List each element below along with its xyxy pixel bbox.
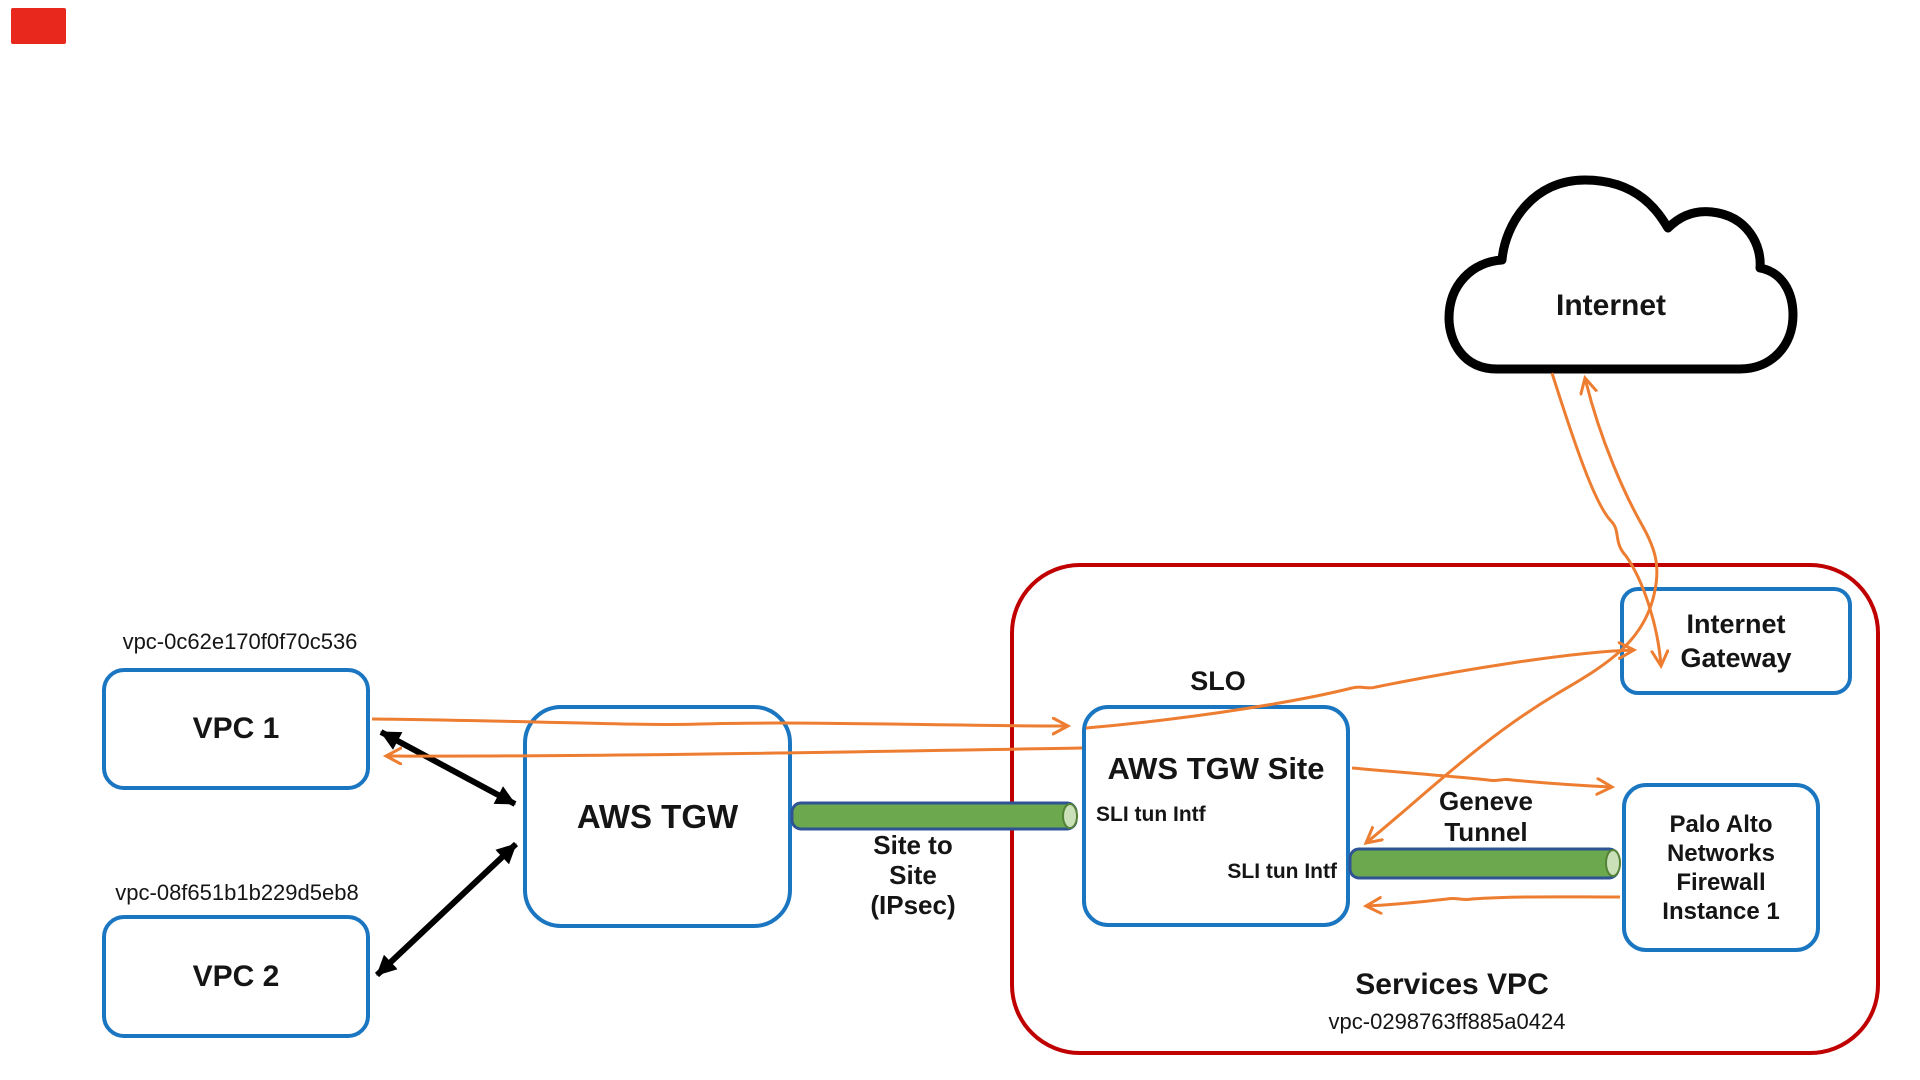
vpc2-box-label: VPC 2 <box>192 959 280 993</box>
firewall-label-line3: Firewall <box>1676 868 1766 896</box>
geneve-tunnel-label: Geneve Tunnel <box>1386 786 1586 848</box>
firewall-label-line4: Instance 1 <box>1662 897 1780 925</box>
vpc1-box: VPC 1 <box>102 668 370 790</box>
internet-cloud-label: Internet <box>1555 289 1666 322</box>
internet-gateway-label-line1: Internet <box>1686 609 1786 639</box>
site-to-site-label-line3: (IPsec) <box>870 890 956 920</box>
site-to-site-label-line2: Site <box>889 860 937 890</box>
red-corner-marker <box>11 8 66 44</box>
geneve-label-line1: Geneve <box>1439 786 1533 816</box>
internet-cloud-shape <box>1444 175 1798 374</box>
internet-gateway-box: Internet Gateway <box>1620 587 1852 695</box>
black-arrow-vpc2-tgw <box>374 841 519 978</box>
internet-gateway-label-line2: Gateway <box>1680 643 1792 673</box>
firewall-label-line1: Palo Alto <box>1669 810 1773 838</box>
geneve-label-line2: Tunnel <box>1444 817 1528 847</box>
site-to-site-tunnel-label: Site to Site (IPsec) <box>813 830 1013 920</box>
services-vpc-id-label: vpc-0298763ff885a0424 <box>1328 1009 1566 1034</box>
aws-tgw-box-label: AWS TGW <box>576 797 739 835</box>
vpc1-id-label: vpc-0c62e170f0f70c536 <box>122 629 358 654</box>
services-vpc-label: Services VPC <box>1355 968 1549 1001</box>
aws-tgw-site-box: AWS TGW Site SLI tun Intf SLI tun Intf <box>1082 705 1350 927</box>
vpc2-id-label: vpc-08f651b1b229d5eb8 <box>115 880 359 905</box>
vpc2-box: VPC 2 <box>102 915 370 1038</box>
firewall-box: Palo Alto Networks Firewall Instance 1 <box>1622 783 1820 952</box>
black-arrow-vpc1-tgw <box>379 729 517 807</box>
aws-tgw-box: AWS TGW <box>523 705 792 928</box>
site-to-site-label-line1: Site to <box>873 830 953 860</box>
aws-tgw-site-label: AWS TGW Site <box>1107 751 1325 786</box>
sli-tun-intf-bottom-label: SLI tun Intf <box>1227 860 1337 883</box>
slo-tag: SLO <box>1190 666 1246 696</box>
firewall-label-line2: Networks <box>1666 839 1776 867</box>
sli-tun-intf-top-label: SLI tun Intf <box>1096 803 1206 826</box>
vpc1-box-label: VPC 1 <box>192 712 280 745</box>
